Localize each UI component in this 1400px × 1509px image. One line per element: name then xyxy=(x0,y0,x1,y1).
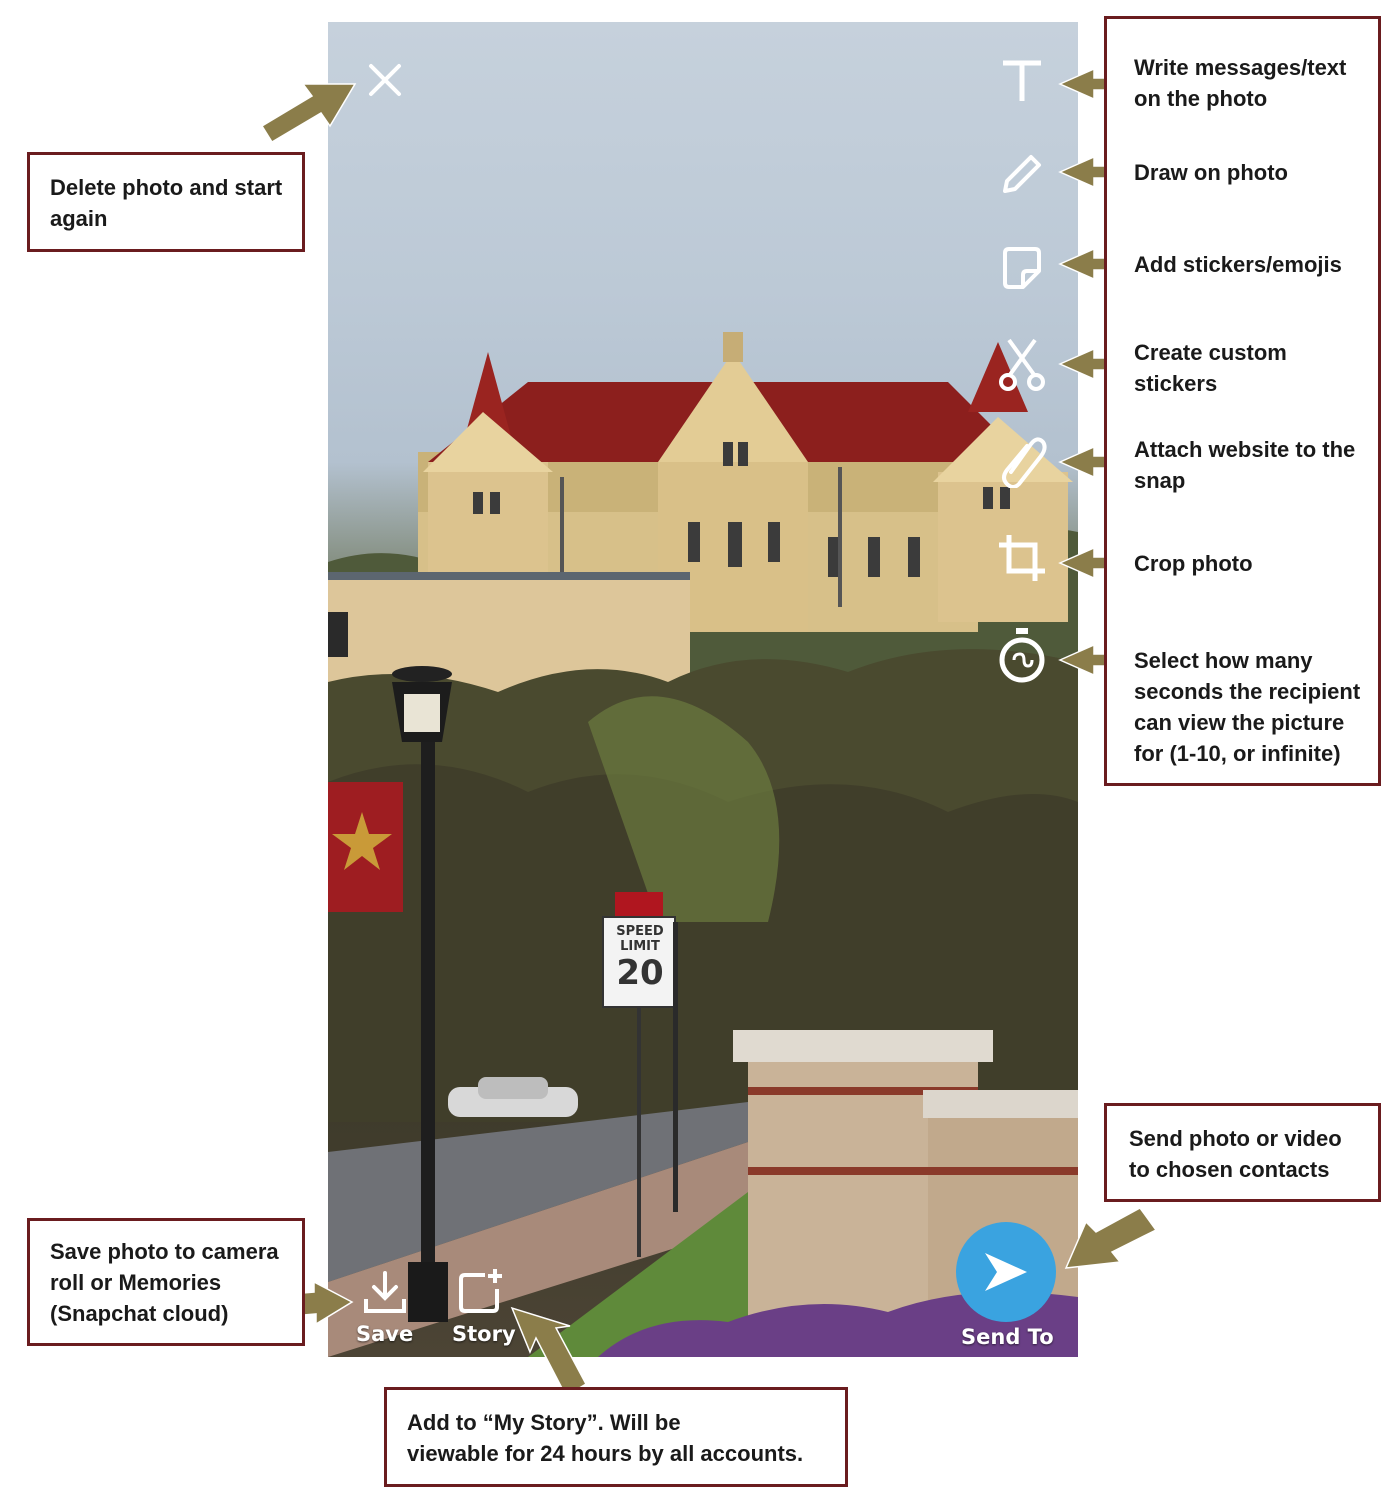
callout-save-line-3: (Snapchat cloud) xyxy=(50,1301,229,1326)
sticker-icon xyxy=(1003,247,1041,289)
sign-line-1: SPEED xyxy=(616,924,664,939)
link-tool-button[interactable] xyxy=(992,430,1052,490)
save-label[interactable]: Save xyxy=(356,1322,414,1346)
save-button[interactable] xyxy=(355,1262,415,1322)
callout-timer-line-1: Select how many xyxy=(1134,648,1313,673)
callout-attach-line-1: Attach website to the xyxy=(1134,437,1356,462)
callout-story: Add to “My Story”. Will be viewable for … xyxy=(384,1387,848,1487)
callout-custom-line-1: Create custom xyxy=(1134,340,1287,365)
callout-stickers: Add stickers/emojis xyxy=(1134,249,1374,280)
callout-delete-line-2: again xyxy=(50,206,108,231)
timer-tool-button[interactable] xyxy=(992,626,1052,686)
callout-custom: Create custom stickers xyxy=(1134,337,1374,399)
callout-custom-line-2: stickers xyxy=(1134,371,1218,396)
callout-draw-line-1: Draw on photo xyxy=(1134,160,1288,185)
callout-send-line-2: to chosen contacts xyxy=(1129,1157,1330,1182)
paperclip-icon xyxy=(1002,437,1047,488)
sign-text: SPEED LIMIT 20 xyxy=(605,924,675,992)
callout-attach-line-2: snap xyxy=(1134,468,1186,493)
callout-crop: Crop photo xyxy=(1134,548,1374,579)
x-icon xyxy=(369,64,401,96)
callout-save: Save photo to camera roll or Memories (S… xyxy=(27,1218,305,1346)
callout-delete: Delete photo and start again xyxy=(27,152,305,252)
callout-timer-line-4: for (1-10, or infinite) xyxy=(1134,741,1341,766)
text-tool-button[interactable] xyxy=(992,50,1052,110)
callout-text: Write messages/text on the photo xyxy=(1134,52,1374,114)
close-button[interactable] xyxy=(355,50,415,110)
crop-tool-button[interactable] xyxy=(992,528,1052,588)
callout-timer-line-2: seconds the recipient xyxy=(1134,679,1361,704)
callout-crop-line-1: Crop photo xyxy=(1134,551,1253,576)
pencil-icon xyxy=(1003,155,1041,193)
callout-timer: Select how many seconds the recipient ca… xyxy=(1134,645,1374,769)
callout-save-line-1: Save photo to camera xyxy=(50,1239,279,1264)
callout-story-line-1: Add to “My Story”. Will be xyxy=(407,1410,681,1435)
story-label[interactable]: Story xyxy=(452,1322,516,1346)
text-icon xyxy=(1003,60,1041,101)
callout-text-line-2: on the photo xyxy=(1134,86,1268,111)
callout-save-line-2: roll or Memories xyxy=(50,1270,222,1295)
callout-send-line-1: Send photo or video xyxy=(1129,1126,1342,1151)
add-story-icon xyxy=(459,1269,502,1313)
send-label[interactable]: Send To xyxy=(961,1325,1054,1349)
campus-photo xyxy=(328,332,1078,1357)
callout-attach: Attach website to the snap xyxy=(1134,434,1374,496)
story-button[interactable] xyxy=(450,1262,510,1322)
callout-text-line-1: Write messages/text xyxy=(1134,55,1347,80)
send-button[interactable] xyxy=(956,1222,1056,1322)
callout-delete-line-1: Delete photo and start xyxy=(50,175,283,200)
callout-story-line-2: viewable for 24 hours by all accounts. xyxy=(407,1441,804,1466)
callout-send: Send photo or video to chosen contacts xyxy=(1104,1103,1381,1202)
scissors-tool-button[interactable] xyxy=(992,334,1052,394)
sign-line-2: LIMIT xyxy=(620,939,660,954)
callout-draw: Draw on photo xyxy=(1134,157,1374,188)
sticker-tool-button[interactable] xyxy=(992,238,1052,298)
download-icon xyxy=(364,1271,406,1313)
callout-timer-line-3: can view the picture xyxy=(1134,710,1345,735)
crop-icon xyxy=(999,535,1045,581)
scissors-icon xyxy=(999,338,1045,391)
callout-stickers-line-1: Add stickers/emojis xyxy=(1134,252,1342,277)
sign-value: 20 xyxy=(616,953,664,993)
stopwatch-icon xyxy=(999,628,1045,683)
snap-preview: SPEED LIMIT 20 xyxy=(328,22,1078,1357)
send-arrow-icon xyxy=(985,1253,1027,1291)
callout-tools-panel xyxy=(1104,16,1381,786)
draw-tool-button[interactable] xyxy=(992,144,1052,204)
